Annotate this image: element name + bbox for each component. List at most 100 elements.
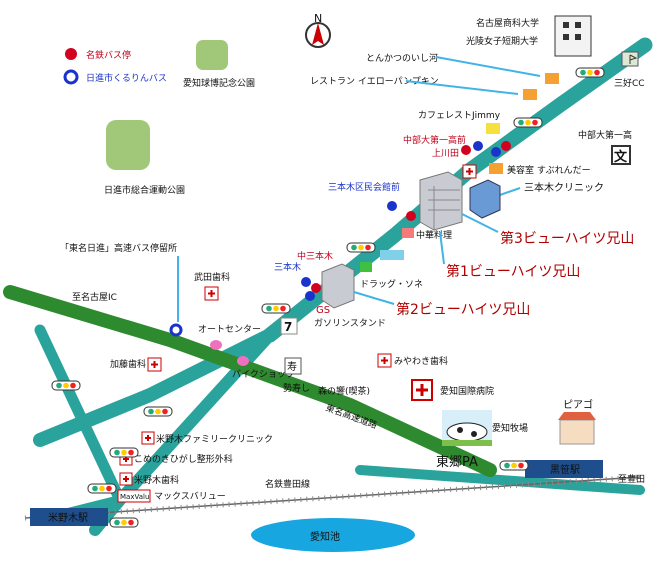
svg-text:寿: 寿 xyxy=(287,360,297,373)
beauty-salon-label: 美容室 すぶれんだー xyxy=(507,164,591,176)
yonenoki-family-clinic-label: 米野木ファミリークリニック xyxy=(156,433,273,445)
takeda-dental-label: 武田歯科 xyxy=(194,271,230,283)
aichi-farm-icon xyxy=(442,410,492,446)
sanbongi-clinic-label: 三本木クリニック xyxy=(524,181,604,194)
komeno-orthopedic-label: こめのきひがし整形外科 xyxy=(134,453,233,465)
school-icon: 文 xyxy=(611,145,631,165)
svg-text:文: 文 xyxy=(614,149,628,165)
kato-dental-label: 加藤歯科 xyxy=(110,358,146,370)
svg-text:MaxValu: MaxValu xyxy=(120,493,149,501)
beauty-salon-marker xyxy=(489,163,503,174)
svg-text:米野木駅: 米野木駅 xyxy=(48,511,88,524)
svg-text:黒笹駅: 黒笹駅 xyxy=(550,463,580,476)
auto-center-label: オートセンター xyxy=(198,324,261,335)
gasoline-label: ガソリンスタンド xyxy=(314,318,386,329)
sanbongi-clinic-icon xyxy=(462,164,477,179)
building1-label: 第1ビューハイツ兄山 xyxy=(446,263,580,280)
sanbongi-label: 三本木 xyxy=(274,261,301,273)
to-nagoya-ic-label: 至名古屋IC xyxy=(72,291,117,303)
clinic-callout xyxy=(496,187,521,197)
sanbongi-minkan-label: 三本木区民会館前 xyxy=(328,181,400,193)
aichi-pond xyxy=(251,518,415,552)
drug-store-marker xyxy=(360,262,372,272)
aichi-hospital-label: 愛知国際病院 xyxy=(440,385,494,397)
yonenoki-family-clinic-icon xyxy=(141,431,155,445)
aichi-expo-park-icon xyxy=(196,40,228,70)
poplar-marker xyxy=(380,250,404,260)
mori-no-hibiki-label: 森の響(喫茶) xyxy=(318,385,370,397)
nisshin-sports-park-label: 日進市総合運動公園 xyxy=(104,184,185,196)
meitetsu-line-label: 名鉄豊田線 xyxy=(265,478,310,490)
sanbongi-bus-stops xyxy=(301,277,321,301)
tonkatsu-label: とんかつのいし河 xyxy=(366,52,438,64)
miyoshi-cc-label: 三好CC xyxy=(614,77,645,89)
gs-label: GS xyxy=(316,305,330,316)
yonenoki-station: 米野木駅 xyxy=(30,508,108,526)
aichi-pond-label: 愛知池 xyxy=(310,530,340,543)
auto-center-marker xyxy=(210,340,222,350)
bike-shop-marker xyxy=(237,356,249,366)
tonkatsu-marker xyxy=(545,73,559,84)
tonkatsu-callout xyxy=(435,56,541,77)
meitetsu-bus-stop-icon xyxy=(65,48,77,60)
minkan-bus-stop xyxy=(387,201,397,211)
togo-pa-label: 東郷PA xyxy=(436,454,478,470)
seven-eleven-icon: 7 xyxy=(280,317,298,335)
north-arrow: N xyxy=(305,12,331,48)
building1-callout xyxy=(439,231,445,265)
kururin-bus-icon xyxy=(63,69,79,85)
minkan-bus-stop-red xyxy=(406,211,416,221)
building3-icon xyxy=(419,171,463,231)
tomei-expressway xyxy=(3,285,497,477)
restaurant-callout xyxy=(405,80,519,95)
golf-icon xyxy=(621,51,639,67)
chinese-food-marker xyxy=(402,228,414,238)
chubu-daiichi-mae-label: 中部大第一高前 xyxy=(403,134,466,146)
legend: 名鉄バス停 日進市くるりんバス xyxy=(63,48,167,85)
clinic-building-icon xyxy=(469,179,501,219)
bike-shop-label: バイクショップ xyxy=(232,369,295,380)
miyawaki-dental-icon xyxy=(377,353,392,368)
chubu-daiichi-high-label: 中部大第一高 xyxy=(578,129,632,141)
max-valu-label: マックスバリュー xyxy=(154,491,226,502)
sushi-label: 勢寿し xyxy=(283,382,310,394)
building2-icon xyxy=(321,263,355,309)
traffic-signals xyxy=(51,67,605,528)
svg-text:日進市くるりんバス: 日進市くるりんバス xyxy=(86,72,167,84)
aichi-expo-park-label: 愛知球博記念公園 xyxy=(183,77,255,89)
yonenoki-dental-label: 米野木歯科 xyxy=(134,474,179,486)
restaurant-marker xyxy=(523,89,537,100)
piago-label: ピアゴ xyxy=(563,398,593,411)
nagoya-shoka-univ: 名古屋商科大学 xyxy=(476,17,539,29)
building2-callout xyxy=(353,291,395,305)
railway xyxy=(24,474,641,521)
drug-store-label: ドラッグ・ソネ xyxy=(360,278,423,290)
sushi-icon: 寿 xyxy=(284,357,302,375)
koryo-junior-college: 光陵女子短期大学 xyxy=(466,35,538,47)
svg-text:N: N xyxy=(314,12,322,25)
nisshin-sports-park-icon xyxy=(106,120,150,170)
aichi-hospital-icon xyxy=(411,379,433,401)
svg-text:7: 7 xyxy=(284,320,292,334)
university-icon xyxy=(554,15,592,57)
restaurant-label: レストラン イエローパンプキン xyxy=(310,76,439,87)
bus-stops-kamikawada xyxy=(461,141,511,157)
chinese-food-label: 中華料理 xyxy=(416,229,452,241)
kurokasa-station: 黒笹駅 xyxy=(525,460,603,478)
miyawaki-dental-label: みやわき歯科 xyxy=(394,355,448,367)
max-valu-logo: MaxValu xyxy=(117,489,151,503)
piago-icon xyxy=(558,412,596,445)
building3-label: 第3ビューハイツ兄山 xyxy=(500,230,634,247)
svg-text:名鉄バス停: 名鉄バス停 xyxy=(86,49,131,61)
to-toyota-label: 至豊田 xyxy=(618,473,645,485)
building3-callout xyxy=(461,213,499,233)
cafe-label: カフェレストJimmy xyxy=(418,110,501,121)
kamikawada-label: 上川田 xyxy=(432,148,459,159)
takeda-dental-icon xyxy=(204,286,219,301)
tomei-bus-stop xyxy=(169,323,183,337)
yonenoki-dental-icon xyxy=(119,472,133,486)
building2-label: 第2ビューハイツ兄山 xyxy=(396,301,530,318)
kato-dental-icon xyxy=(147,357,162,372)
cafe-marker xyxy=(486,123,500,134)
tomei-bus-label: 「東名日進」高速バス停留所 xyxy=(60,242,177,254)
